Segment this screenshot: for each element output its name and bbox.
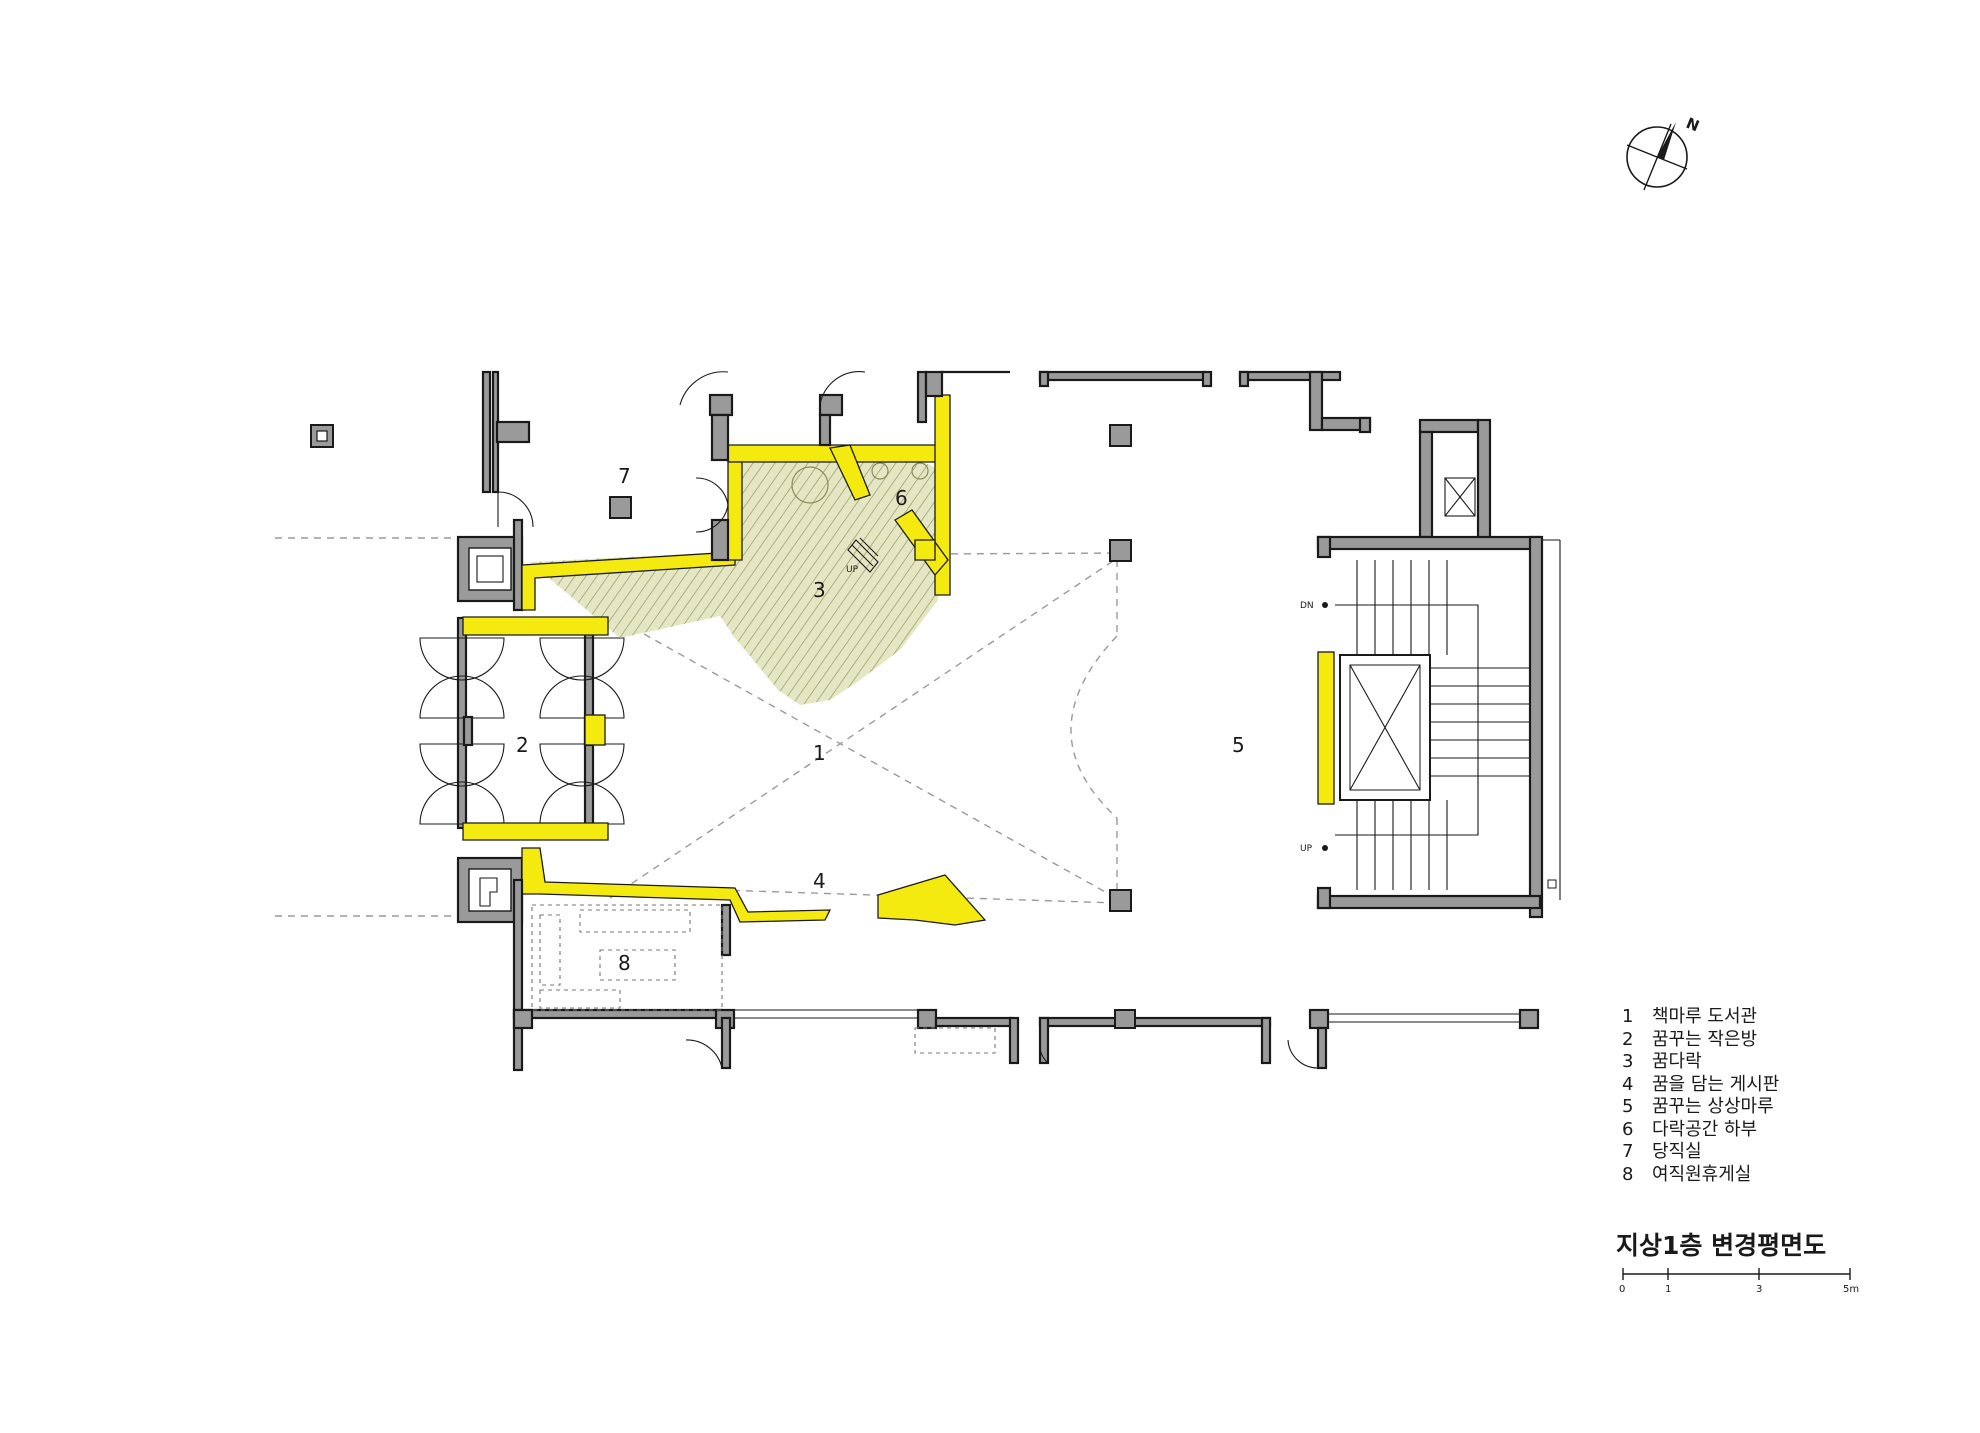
yellow-shelving (462, 394, 1335, 926)
stair-up-label: UP (1300, 844, 1313, 854)
walls-left (310, 370, 632, 924)
north-arrow: N (1626, 114, 1702, 191)
room-label-4: 4 (813, 869, 826, 893)
scale-bar: 0 1 3 5m (1619, 1268, 1859, 1295)
small-stair-up-label: UP (846, 565, 859, 575)
room-label-8: 8 (618, 951, 631, 975)
room-label-6: 6 (895, 486, 908, 510)
plan-title: 지상1층 변경평면도 (1616, 1231, 1827, 1260)
room-labels: 1 2 3 4 5 6 7 8 (516, 464, 1245, 975)
scale-tick-1: 1 (1665, 1284, 1671, 1295)
stair-dn-label: DN (1300, 601, 1314, 611)
room-label-2: 2 (516, 733, 529, 757)
room-label-1: 1 (813, 741, 826, 765)
room-label-5: 5 (1232, 733, 1245, 757)
walls-bottom (512, 878, 1540, 1072)
north-letter: N (1684, 114, 1702, 135)
attic-hatch (530, 448, 946, 705)
scale-tick-0: 0 (1619, 1284, 1625, 1295)
room-label-7: 7 (618, 464, 631, 488)
room-label-3: 3 (813, 578, 826, 602)
scale-tick-3: 3 (1756, 1284, 1762, 1295)
scale-tick-5m: 5m (1843, 1284, 1859, 1295)
small-stair: UP (846, 537, 879, 575)
stair-core: DN UP (1300, 416, 1561, 919)
walls-center (679, 370, 1372, 912)
